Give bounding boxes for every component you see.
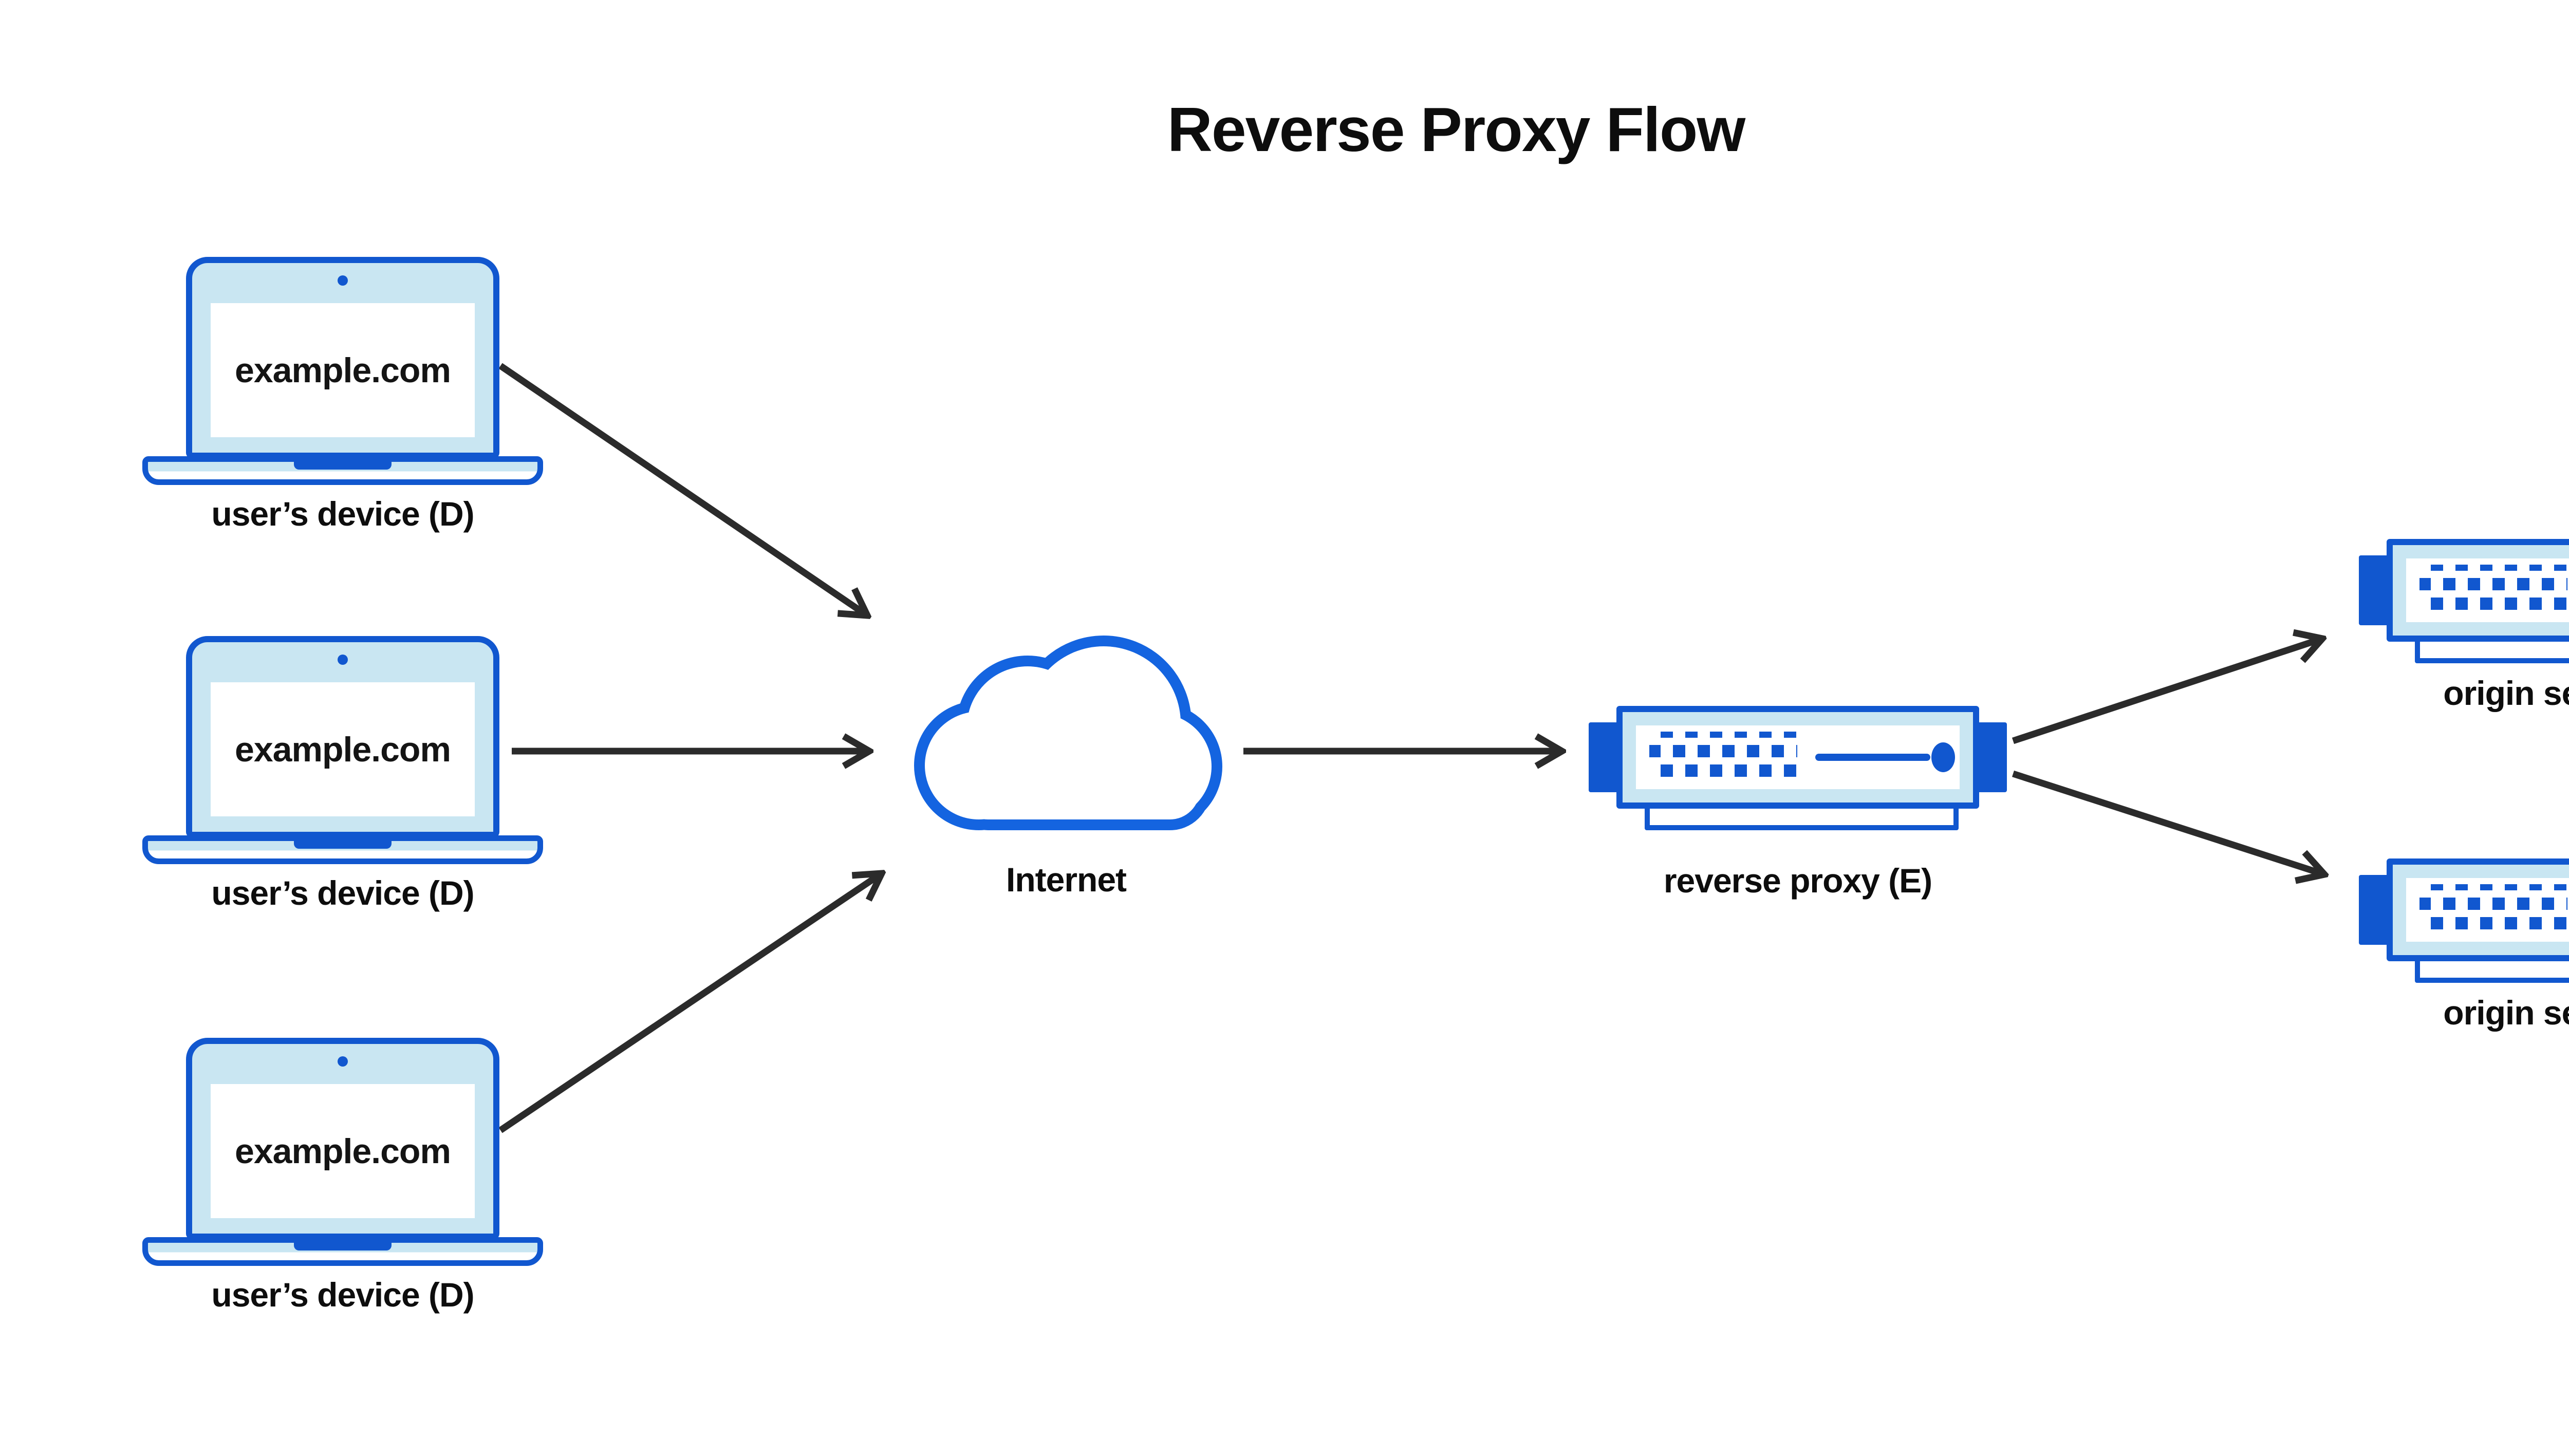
laptop-screen: example.com [211,303,475,437]
origin-server-2: origin server (F) [2359,858,2569,1074]
device-caption: user’s device (D) [211,495,474,533]
server-ear-left-icon [2359,555,2389,625]
user-device-1: example.com user’s device (D) [142,257,543,545]
arrow-device3-to-internet [498,873,882,1133]
arrow-proxy-to-origin2 [2012,770,2324,874]
cloud-icon [914,636,1222,830]
server-icon [2387,858,2569,961]
internet-caption: Internet [1006,861,1127,899]
laptop-icon: example.com [186,257,499,459]
page-title: Reverse Proxy Flow [1167,95,1746,164]
origin-server-caption: origin server (F) [2443,994,2569,1032]
device-caption: user’s device (D) [211,874,474,912]
arrow-proxy-to-origin1 [2012,639,2322,744]
laptop-latch-icon [294,1243,392,1250]
server-ear-right-icon [1977,722,2007,792]
laptop-base-icon [142,1237,543,1266]
server-ear-left-icon [2359,875,2389,945]
camera-icon [338,1056,348,1067]
device-caption: user’s device (D) [211,1276,474,1314]
user-device-3: example.com user’s device (D) [142,1038,543,1326]
server-front-panel [2406,878,2569,942]
arrow-device1-to-internet [498,363,867,615]
server-icon [2387,539,2569,642]
server-ear-left-icon [1589,722,1618,792]
reverse-proxy: reverse proxy (E) [1589,706,2007,922]
server-front-panel [1636,725,1960,789]
laptop-icon: example.com [186,636,499,838]
camera-icon [338,655,348,665]
server-icon [1616,706,1979,809]
server-vents-icon [2419,565,2567,616]
screen-url-label: example.com [235,1131,451,1171]
laptop-screen: example.com [211,682,475,816]
laptop-base-icon [142,835,543,864]
server-led-icon [1931,742,1955,772]
laptop-base-icon [142,456,543,485]
camera-icon [338,275,348,286]
laptop-screen: example.com [211,1084,475,1218]
server-vents-icon [1649,732,1797,783]
laptop-latch-icon [294,462,392,470]
screen-url-label: example.com [235,730,451,769]
user-device-2: example.com user’s device (D) [142,636,543,924]
laptop-latch-icon [294,841,392,849]
server-vents-icon [2419,884,2567,936]
laptop-icon: example.com [186,1038,499,1240]
reverse-proxy-caption: reverse proxy (E) [1663,862,1932,900]
origin-server-1: origin server (F) [2359,539,2569,755]
screen-url-label: example.com [235,350,451,390]
origin-server-caption: origin server (F) [2443,674,2569,712]
server-front-panel [2406,558,2569,622]
